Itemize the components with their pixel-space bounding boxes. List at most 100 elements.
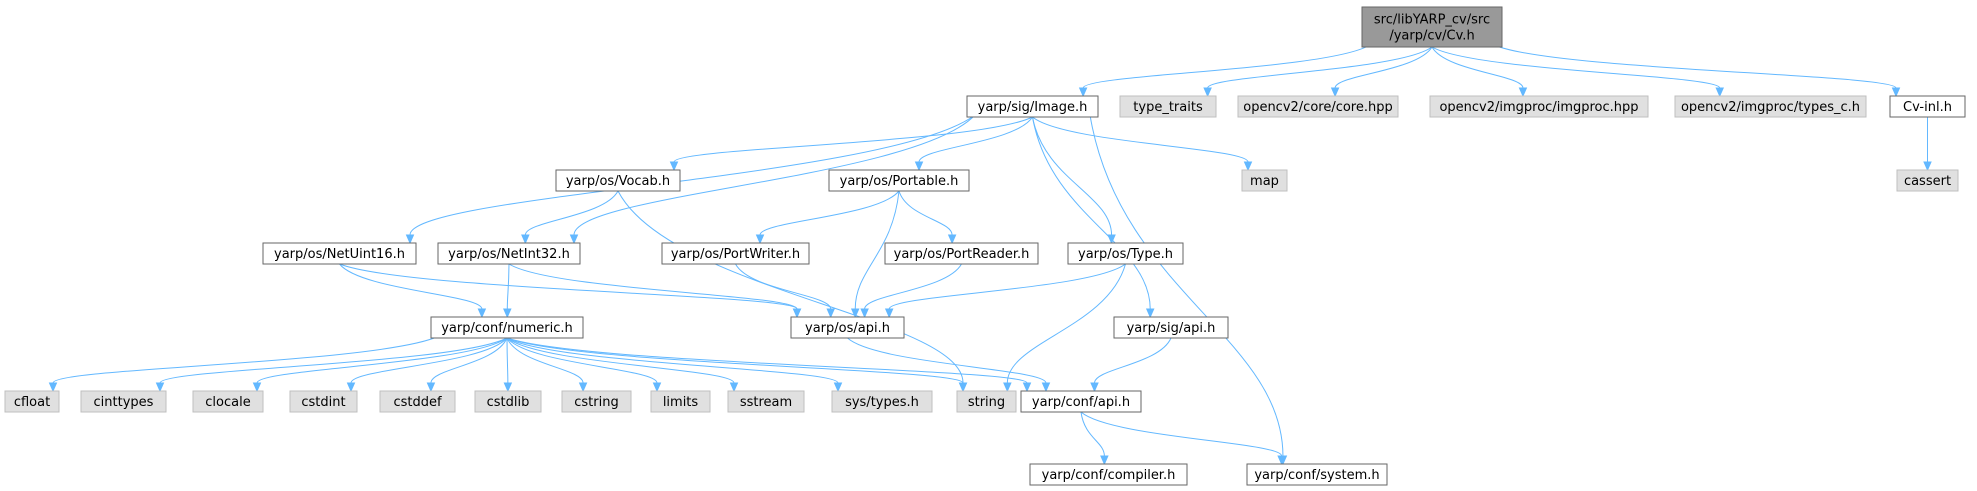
edge-line — [1032, 116, 1151, 310]
node-numeric[interactable]: yarp/conf/numeric.h — [430, 316, 584, 339]
edge-line — [673, 116, 1033, 163]
node-label: yarp/os/NetInt32.h — [448, 247, 570, 262]
edge-line — [847, 337, 1047, 384]
edge-line — [506, 263, 510, 310]
edge-line — [1334, 46, 1433, 89]
edge-line — [159, 337, 508, 384]
node-box — [828, 169, 970, 192]
edge-line — [430, 337, 508, 384]
node-label: yarp/sig/api.h — [1127, 321, 1216, 336]
edge-portable-to-portwriter — [755, 190, 900, 245]
node-label: sys/types.h — [845, 395, 919, 410]
edge-line — [617, 190, 964, 384]
node-box — [1029, 463, 1188, 486]
edge-cvinl-to-cassert — [1923, 116, 1932, 172]
node-label: opencv2/imgproc/imgproc.hpp — [1439, 100, 1638, 115]
edge-line — [1080, 411, 1283, 457]
node-cfloat: cfloat — [4, 390, 60, 413]
node-box — [561, 390, 632, 413]
node-sigapi[interactable]: yarp/sig/api.h — [1113, 316, 1229, 339]
edge-line — [506, 337, 839, 384]
node-type[interactable]: yarp/os/Type.h — [1067, 242, 1184, 265]
node-label: yarp/os/PortReader.h — [894, 247, 1030, 262]
edge-image-to-netint32 — [569, 114, 976, 245]
node-clocale: clocale — [192, 390, 264, 413]
node-label: src/libYARP_cv/src — [1374, 13, 1490, 28]
node-compiler[interactable]: yarp/conf/compiler.h — [1029, 463, 1188, 486]
node-label: yarp/os/PortWriter.h — [671, 247, 800, 262]
node-string: string — [956, 390, 1017, 413]
edge-numeric-to-string — [506, 337, 968, 393]
arrowhead-icon — [1100, 455, 1109, 466]
edge-cv-to-core — [1330, 46, 1433, 98]
node-label: yarp/os/Portable.h — [840, 174, 959, 189]
edge-confapi-to-system — [1080, 411, 1286, 466]
edge-line — [350, 337, 508, 384]
node-netuint16[interactable]: yarp/os/NetUint16.h — [262, 242, 417, 265]
arrowhead-icon — [252, 382, 262, 393]
edge-line — [854, 190, 900, 310]
arrowhead-icon — [578, 382, 588, 393]
arrowhead-icon — [569, 234, 579, 245]
arrowhead-icon — [1090, 382, 1099, 393]
arrowhead-icon — [1923, 161, 1932, 172]
arrowhead-icon — [1041, 382, 1051, 393]
node-label: cinttypes — [94, 395, 154, 410]
edge-image-to-type — [1032, 116, 1116, 245]
node-system[interactable]: yarp/conf/system.h — [1246, 463, 1388, 486]
node-cvinl[interactable]: Cv-inl.h — [1889, 95, 1966, 118]
edge-numeric-to-cstddef — [426, 337, 508, 393]
node-box — [379, 390, 456, 413]
node-portreader[interactable]: yarp/os/PortReader.h — [884, 242, 1039, 265]
node-core: opencv2/core/core.hpp — [1237, 95, 1399, 118]
node-cv[interactable]: src/libYARP_cv/src/yarp/cv/Cv.h — [1361, 6, 1503, 48]
arrowhead-icon — [426, 382, 436, 393]
arrowhead-icon — [503, 382, 513, 393]
node-box — [831, 390, 933, 413]
node-box — [650, 390, 711, 413]
node-label: Cv-inl.h — [1903, 100, 1952, 115]
edge-numeric-to-clocale — [252, 337, 508, 393]
edge-image-to-vocab — [669, 116, 1033, 172]
arrowhead-icon — [1022, 382, 1032, 393]
edge-portwriter-to-osapi — [735, 263, 835, 319]
node-portwriter[interactable]: yarp/os/PortWriter.h — [661, 242, 810, 265]
arrowhead-icon — [155, 382, 165, 393]
node-netint32[interactable]: yarp/os/NetInt32.h — [437, 242, 581, 265]
node-box — [4, 390, 60, 413]
edge-line — [1493, 44, 1897, 89]
node-label: cstdlib — [487, 395, 530, 410]
node-type_traits: type_traits — [1119, 95, 1217, 118]
node-cinttypes: cinttypes — [80, 390, 167, 413]
arrowhead-icon — [1518, 87, 1528, 98]
node-osapi[interactable]: yarp/os/api.h — [790, 316, 905, 339]
node-box — [956, 390, 1017, 413]
node-box — [1119, 95, 1217, 118]
edge-line — [735, 263, 832, 310]
node-box — [1674, 95, 1867, 118]
edge-image-to-portable — [914, 116, 1033, 172]
node-cstring: cstring — [561, 390, 632, 413]
arrowhead-icon — [521, 234, 530, 245]
arrowhead-icon — [1891, 87, 1901, 98]
arrowhead-icon — [1203, 87, 1212, 98]
arrowhead-icon — [826, 308, 835, 319]
node-box — [1067, 242, 1184, 265]
edge-line — [1032, 116, 1249, 163]
arrowhead-icon — [947, 234, 957, 245]
edge-line — [1094, 337, 1172, 384]
node-confapi[interactable]: yarp/conf/api.h — [1020, 390, 1142, 413]
edge-line — [506, 337, 509, 384]
edge-image-to-sigapi — [1032, 116, 1155, 319]
node-vocab[interactable]: yarp/os/Vocab.h — [555, 169, 681, 192]
node-image[interactable]: yarp/sig/Image.h — [966, 95, 1099, 118]
arrowhead-icon — [1277, 455, 1286, 466]
node-label: cstdint — [301, 395, 345, 410]
edge-type-to-string — [1003, 263, 1126, 393]
node-label: yarp/conf/system.h — [1254, 468, 1379, 483]
node-limits: limits — [650, 390, 711, 413]
node-sstream: sstream — [727, 390, 805, 413]
edge-netuint16-to-osapi — [339, 263, 802, 319]
node-portable[interactable]: yarp/os/Portable.h — [828, 169, 970, 192]
node-cstdlib: cstdlib — [474, 390, 542, 413]
